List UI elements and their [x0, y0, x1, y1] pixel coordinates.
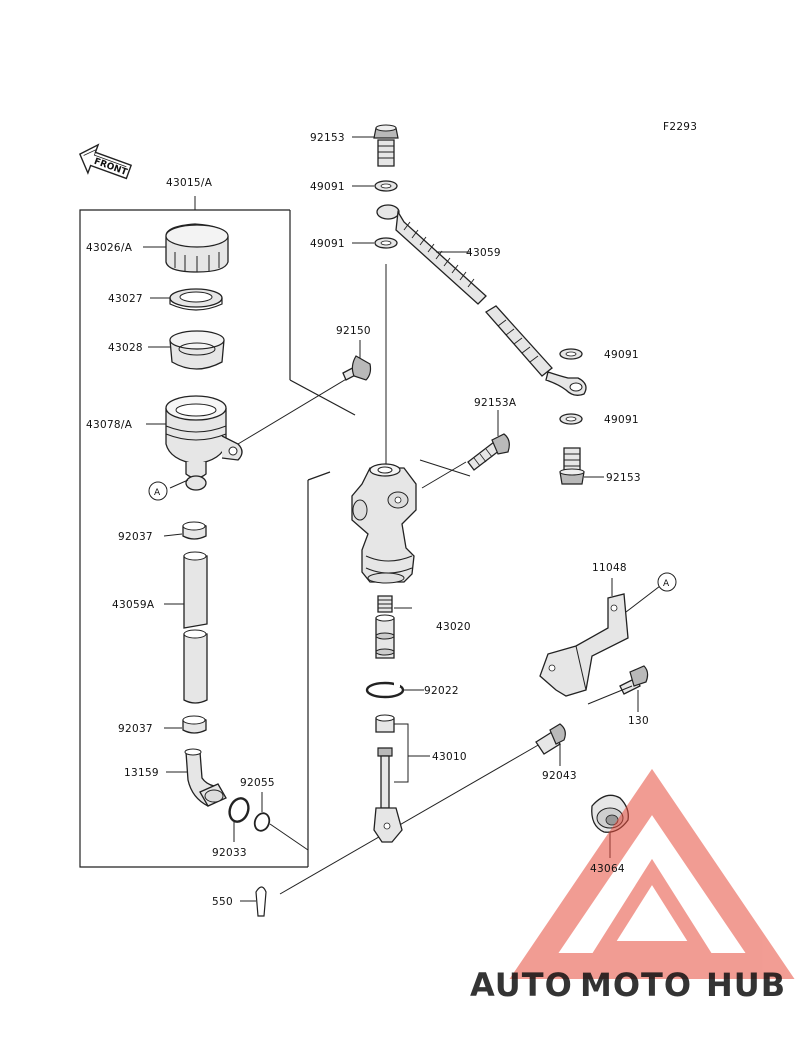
label-550: 550 — [212, 896, 233, 908]
hose-clamp-upper — [182, 521, 207, 540]
label-92022: 92022 — [424, 685, 459, 697]
label-92153-top: 92153 — [310, 132, 345, 144]
ref-mark-a-left: A — [148, 481, 168, 501]
watermark-logo: AUTO MOTO HUB — [470, 966, 786, 1004]
label-92153A: 92153A — [474, 397, 517, 409]
label-43059A: 43059A — [112, 599, 155, 611]
bracket-bolt — [619, 665, 649, 695]
label-13159: 13159 — [124, 767, 159, 779]
brake-hose — [376, 204, 587, 396]
label-130: 130 — [628, 715, 649, 727]
label-49091-right-2: 49091 — [604, 414, 639, 426]
label-43064: 43064 — [590, 863, 625, 875]
o-ring — [253, 812, 271, 832]
hose-clamp-lower — [182, 715, 207, 734]
mounting-bracket — [539, 593, 629, 697]
washer-right-1 — [559, 348, 583, 360]
washer-top-2 — [374, 237, 398, 249]
label-49091-right-1: 49091 — [604, 349, 639, 361]
banjo-bolt-right — [559, 447, 585, 485]
washer-right-2 — [559, 413, 583, 425]
label-92043: 92043 — [542, 770, 577, 782]
label-43078A: 43078/A — [86, 419, 133, 431]
front-arrow-icon: FRONT — [78, 143, 133, 180]
clevis-pin — [535, 723, 566, 755]
svg-text:A: A — [154, 488, 161, 498]
label-92037-upper: 92037 — [118, 531, 153, 543]
label-43020: 43020 — [436, 621, 471, 633]
master-cylinder-frame — [79, 196, 356, 868]
label-92037-lower: 92037 — [118, 723, 153, 735]
label-43028: 43028 — [108, 342, 143, 354]
reservoir-cap — [165, 223, 229, 273]
figure-code: F2293 — [663, 121, 697, 133]
watermark-word-hub: HUB — [706, 966, 786, 1004]
label-43026A: 43026/A — [86, 242, 133, 254]
label-43015A: 43015/A — [166, 177, 213, 189]
watermark-triangle — [509, 768, 795, 979]
label-92033: 92033 — [212, 847, 247, 859]
label-43010: 43010 — [432, 751, 467, 763]
label-11048: 11048 — [592, 562, 627, 574]
label-43059: 43059 — [466, 247, 501, 259]
label-92055: 92055 — [240, 777, 275, 789]
reservoir-hose — [183, 551, 208, 704]
label-92150: 92150 — [336, 325, 371, 337]
rear-master-cylinder — [351, 463, 417, 584]
label-49091-top-1: 49091 — [310, 181, 345, 193]
watermark-word-moto: MOTO — [580, 966, 692, 1004]
elbow-fitting — [184, 748, 227, 807]
cotter-pin — [255, 886, 267, 917]
bolt-92150 — [342, 355, 372, 381]
label-43027: 43027 — [108, 293, 143, 305]
label-49091-top-2: 49091 — [310, 238, 345, 250]
washer-top-1 — [374, 180, 398, 192]
push-rod — [373, 714, 403, 843]
svg-text:A: A — [663, 579, 670, 589]
watermark-word-auto: AUTO — [470, 966, 573, 1004]
circlip — [228, 797, 250, 823]
ref-mark-a-right: A — [657, 572, 677, 592]
banjo-bolt-top — [373, 124, 399, 167]
label-92153-right: 92153 — [606, 472, 641, 484]
piston-circlip — [365, 681, 405, 699]
piston-spring — [375, 595, 395, 659]
diaphragm-plate — [169, 288, 223, 311]
master-cylinder-body — [165, 395, 243, 491]
diaphragm — [169, 330, 225, 370]
bleed-bolt — [467, 433, 510, 471]
